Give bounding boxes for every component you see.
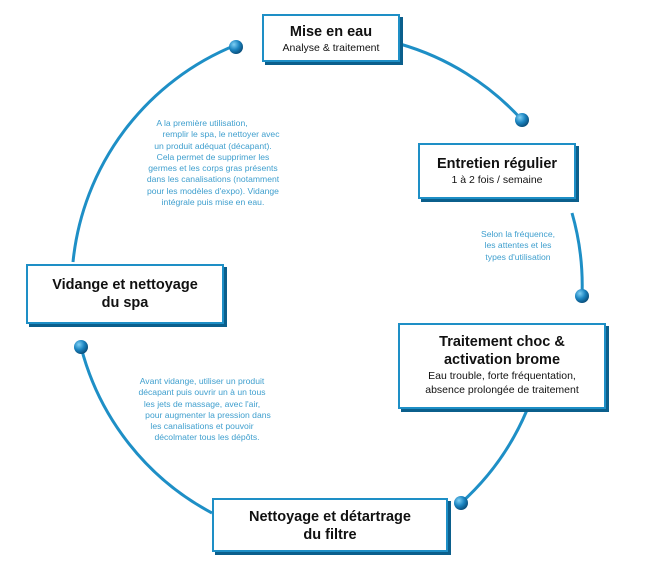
step-vidange-nettoyage: Vidange et nettoyage du spa	[26, 264, 224, 324]
note-avant-vidange: Avant vidange, utiliser un produit décap…	[104, 376, 300, 444]
step-title-line: Nettoyage et détartrage	[249, 509, 411, 525]
note-line: décapant puis ouvrir un à un tous	[138, 387, 266, 398]
arc-end-dot	[74, 340, 88, 354]
note-line: remplir le spa, le nettoyer avec	[162, 129, 280, 140]
step-subtitle: Analyse & traitement	[282, 42, 380, 54]
step-entretien-regulier: Entretien régulier 1 à 2 fois / semaine	[418, 143, 576, 199]
note-line: les attentes et les	[484, 240, 552, 251]
note-line: un produit adéquat (décapant).	[154, 140, 272, 151]
note-line: germes et les corps gras présents	[148, 163, 278, 174]
step-title-line: du spa	[101, 295, 149, 311]
arc-end-dot	[229, 40, 243, 54]
note-line: Selon la fréquence,	[480, 229, 556, 239]
step-nettoyage-filtre: Nettoyage et détartrage du filtre	[212, 498, 448, 552]
note-premiere-utilisation: A la première utilisation, remplir le sp…	[120, 118, 306, 208]
step-title: Entretien régulier	[436, 156, 558, 172]
arc-traitement-to-nettoyage	[459, 409, 529, 505]
step-subtitle-line: Eau trouble, forte fréquentation,	[428, 370, 576, 382]
note-line: Avant vidange, utiliser un produit	[139, 376, 265, 386]
note-line: intégrale puis mise en eau.	[161, 197, 265, 208]
step-title-line: Vidange et nettoyage	[52, 277, 198, 293]
note-line: Cela permet de supprimer les	[156, 151, 270, 162]
arc-end-dot	[515, 113, 529, 127]
step-subtitle: 1 à 2 fois / semaine	[451, 174, 543, 186]
step-title-line: du filtre	[303, 527, 357, 543]
note-frequence: Selon la fréquence, les attentes et les …	[462, 229, 574, 263]
note-line: types d'utilisation	[485, 251, 551, 262]
arc-nettoyage-to-vidange	[79, 346, 213, 515]
step-mise-en-eau: Mise en eau Analyse & traitement	[262, 14, 400, 62]
arc-mise-en-eau-to-entretien	[399, 42, 524, 122]
note-line: les canalisations et pouvoir	[150, 421, 254, 432]
note-line: pour les modèles d'expo). Vidange	[147, 185, 279, 196]
arc-vidange-to-mise-en-eau	[71, 43, 237, 263]
step-title: Mise en eau	[289, 24, 373, 40]
note-line: les jets de massage, avec l'air,	[143, 398, 261, 409]
arc-end-dot	[575, 289, 589, 303]
step-title-line: activation brome	[443, 352, 561, 368]
note-line: pour augmenter la pression dans	[145, 409, 271, 420]
step-traitement-choc: Traitement choc & activation brome Eau t…	[398, 323, 606, 409]
note-line: décolmater tous les dépôts.	[154, 432, 260, 443]
note-line: A la première utilisation,	[156, 118, 248, 128]
note-line: dans les canalisations (notamment	[146, 174, 280, 185]
step-title-line: Traitement choc &	[439, 334, 565, 350]
arc-end-dot	[454, 496, 468, 510]
step-subtitle-line: absence prolongée de traitement	[425, 384, 579, 396]
